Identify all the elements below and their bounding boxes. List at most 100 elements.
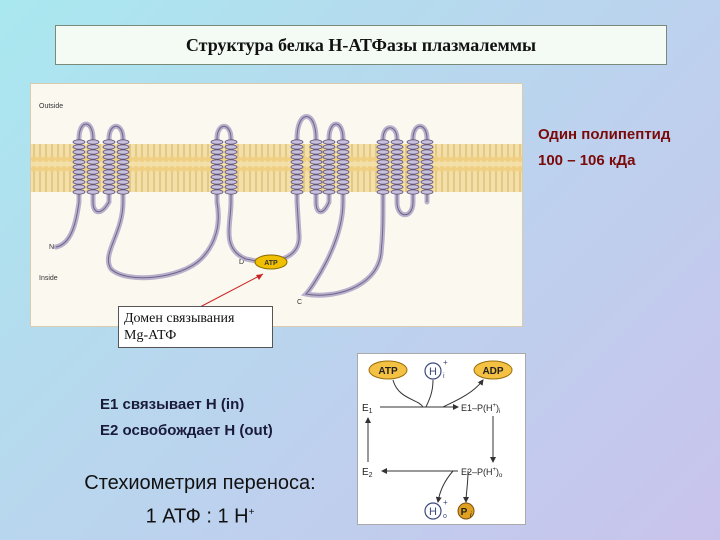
helix-coil-ring xyxy=(390,139,404,145)
reaction-cycle: ATP H + i ADP E1 E1–P(H+)i E2 E2–P(H+)o … xyxy=(357,353,526,525)
helix-coil-ring xyxy=(210,189,224,195)
helix-coil-ring xyxy=(376,184,390,190)
binding-domain-callout: Домен связывания Mg-АТФ xyxy=(118,306,273,348)
atp-oval xyxy=(368,360,408,380)
helix-coil-ring xyxy=(406,154,420,160)
helix-coil-ring xyxy=(420,144,434,150)
d-residue-label: D xyxy=(239,259,244,266)
helix-coil-ring xyxy=(102,144,116,150)
helix-coil-ring xyxy=(406,149,420,155)
helix-coil-ring xyxy=(102,184,116,190)
helix-coil-ring xyxy=(210,184,224,190)
helix-coil-ring xyxy=(322,139,336,145)
h-in-plus: + xyxy=(443,358,448,367)
helix-coil-ring xyxy=(116,184,130,190)
helix-coil-ring xyxy=(210,144,224,150)
helix-coil-ring xyxy=(102,159,116,165)
helix-coil-ring xyxy=(224,144,238,150)
helix-coil-ring xyxy=(86,154,100,160)
e1-state-label: E1 xyxy=(362,403,373,415)
helix-coil-ring xyxy=(420,169,434,175)
adp-out-curve xyxy=(442,379,484,408)
e2p-state-label: E2–P(H+)o xyxy=(461,467,503,479)
helix-coil-ring xyxy=(322,179,336,185)
helix-coil-ring xyxy=(406,169,420,175)
helix-coil-ring xyxy=(420,159,434,165)
helix-coil-ring xyxy=(390,154,404,160)
helix-coil-ring xyxy=(290,179,304,185)
helix-coil-ring xyxy=(376,159,390,165)
helix-coil-ring xyxy=(336,189,350,195)
helix-coil-ring xyxy=(116,169,130,175)
inside-label: Inside xyxy=(39,275,58,282)
atp-label: ATP xyxy=(378,366,398,377)
helix-coil-ring xyxy=(390,184,404,190)
membrane-diagram: Outside Inside N D C ATP xyxy=(30,83,523,327)
reaction-cycle-svg: ATP H + i ADP E1 E1–P(H+)i E2 E2–P(H+)o … xyxy=(362,358,513,520)
helix-coil-ring xyxy=(224,174,238,180)
helix-coil-ring xyxy=(420,164,434,170)
pi-circle xyxy=(457,502,475,520)
helix-coil-ring xyxy=(309,189,323,195)
helix-coil-ring xyxy=(309,169,323,175)
helix-coil-ring xyxy=(224,189,238,195)
helix-coil-ring xyxy=(376,144,390,150)
slide-title: Структура белка Н-АТФазы плазмалеммы xyxy=(55,25,667,65)
polypeptide-line1: Один полипептид xyxy=(538,126,671,143)
helix-coil-ring xyxy=(322,169,336,175)
helix-coil-ring xyxy=(86,164,100,170)
helix-coil-ring xyxy=(406,174,420,180)
helix-coil-ring xyxy=(290,159,304,165)
helix-coil-ring xyxy=(86,174,100,180)
helix-coil-ring xyxy=(210,139,224,145)
h-out-curve xyxy=(435,470,454,503)
helix-coil-ring xyxy=(336,169,350,175)
membrane-svg: Outside Inside N D C ATP xyxy=(31,103,522,306)
helix-coil-ring xyxy=(406,179,420,185)
helix-coil-ring xyxy=(420,139,434,145)
h-out-plus: + xyxy=(443,498,448,507)
helix-coil-ring xyxy=(336,149,350,155)
stoichiometry-line1: Стехиометрия переноса: xyxy=(84,472,316,494)
helix-coil-ring xyxy=(102,189,116,195)
helix-coil-ring xyxy=(102,164,116,170)
helix-coil-ring xyxy=(224,159,238,165)
helix-coil-ring xyxy=(376,174,390,180)
helix-coil-ring xyxy=(102,154,116,160)
helix-coil-ring xyxy=(290,164,304,170)
helix-coil-ring xyxy=(420,179,434,185)
adp-label: ADP xyxy=(482,366,503,377)
helix-coil-ring xyxy=(376,164,390,170)
helix-coil-ring xyxy=(390,144,404,150)
helix-coil-ring xyxy=(290,144,304,150)
helix-coil-ring xyxy=(322,154,336,160)
helix-coil-ring xyxy=(420,154,434,160)
helix-coil-ring xyxy=(390,164,404,170)
helix-coil-ring xyxy=(309,179,323,185)
helix-coil-ring xyxy=(224,184,238,190)
helix-coil-ring xyxy=(72,159,86,165)
helix-coil-ring xyxy=(224,164,238,170)
helix-coil-ring xyxy=(102,174,116,180)
n-terminus-label: N xyxy=(49,244,54,251)
helix-coil-ring xyxy=(390,149,404,155)
helix-coil-ring xyxy=(336,139,350,145)
e2-state-label: E2 xyxy=(362,467,373,479)
helix-coil-ring xyxy=(420,149,434,155)
helix-coil-ring xyxy=(72,174,86,180)
pi-out-curve xyxy=(463,470,470,503)
helix-coil-ring xyxy=(376,179,390,185)
helix-coil-ring xyxy=(210,149,224,155)
stoichiometry: Стехиометрия переноса: 1 АТФ : 1 Н+ xyxy=(55,468,345,532)
transmembrane-helices xyxy=(72,139,434,195)
helix-coil-ring xyxy=(72,189,86,195)
atp-bead xyxy=(254,254,288,270)
helix-coil-ring xyxy=(420,184,434,190)
helix-coil-ring xyxy=(210,169,224,175)
atp-in-curve xyxy=(392,379,424,408)
pi-label: P xyxy=(461,507,468,518)
helix-coil-ring xyxy=(72,139,86,145)
helix-coil-ring xyxy=(336,154,350,160)
polypeptide-line2: 100 – 106 кДа xyxy=(538,152,636,169)
helix-coil-ring xyxy=(72,144,86,150)
